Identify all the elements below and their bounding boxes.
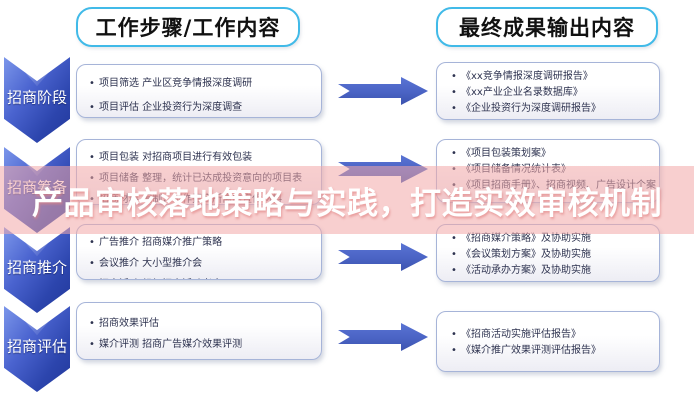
column-header-outputs-label: 最终成果输出内容 bbox=[459, 16, 635, 40]
output-item: 《媒介推广效果评测评估报告》 bbox=[451, 343, 653, 359]
column-header-outputs: 最终成果输出内容 bbox=[436, 7, 658, 47]
output-item: 《xx产业企业名录数据库》 bbox=[451, 85, 653, 101]
step-item: 招商效果评估 bbox=[89, 313, 315, 334]
flow-arrow-right-icon bbox=[338, 323, 428, 351]
output-item: 《活动承办方案》及协助实施 bbox=[451, 263, 653, 279]
output-item: 《xx竞争情报深度调研报告》 bbox=[451, 69, 653, 85]
stage-label: 招商阶段 bbox=[6, 88, 67, 107]
stage-label: 招商评估 bbox=[6, 337, 67, 356]
flow-arrow-right-icon bbox=[338, 243, 428, 271]
output-item: 《企业投资行为深度调研报告》 bbox=[451, 101, 653, 117]
column-header-steps-label: 工作步骤/工作内容 bbox=[95, 16, 281, 40]
stage-chevron-down-icon: 招商评估 bbox=[4, 306, 70, 392]
output-item: 《招商活动实施评估报告》 bbox=[451, 327, 653, 343]
watermark-title: 产品审核落地策略与实践，打造实效审核机制 bbox=[32, 185, 662, 222]
stage-label: 招商推介 bbox=[6, 258, 67, 277]
step-item: 项目筛选 产业区竞争情报深度调研 bbox=[89, 72, 315, 96]
step-item: 会议推介 大小型推介会 bbox=[89, 253, 315, 274]
stage-chevron-down-icon: 招商阶段 bbox=[4, 57, 70, 143]
step-item: 广告推介 招商媒介推广策略 bbox=[89, 232, 315, 253]
step-item: 媒介评测 招商广告媒介效果评测 bbox=[89, 334, 315, 355]
steps-box: 招商效果评估 媒介评测 招商广告媒介效果评测 bbox=[76, 302, 322, 360]
steps-box: 项目筛选 产业区竞争情报深度调研 项目评估 企业投资行为深度调查 bbox=[76, 64, 322, 118]
step-item: 项目包装 对招商项目进行有效包装 bbox=[89, 147, 315, 168]
outputs-box: 《招商活动实施评估报告》 《媒介推广效果评测评估报告》 bbox=[436, 311, 660, 372]
step-item: 招商活动 组织招商活动考察 bbox=[89, 274, 315, 279]
column-header-steps: 工作步骤/工作内容 bbox=[76, 7, 300, 47]
step-item: 项目评估 企业投资行为深度调查 bbox=[89, 96, 315, 117]
stage-chevron-down-icon: 招商推介 bbox=[4, 227, 70, 313]
output-item: 《项目包装策划案》 bbox=[451, 146, 653, 162]
outputs-box: 《xx竞争情报深度调研报告》 《xx产业企业名录数据库》 《企业投资行为深度调研… bbox=[436, 62, 660, 120]
output-item: 《招商媒介策略》及协助实施 bbox=[451, 231, 653, 247]
output-item: 《会议策划方案》及协助实施 bbox=[451, 247, 653, 263]
watermark-banner bbox=[0, 166, 694, 234]
flow-arrow-right-icon bbox=[338, 77, 428, 105]
